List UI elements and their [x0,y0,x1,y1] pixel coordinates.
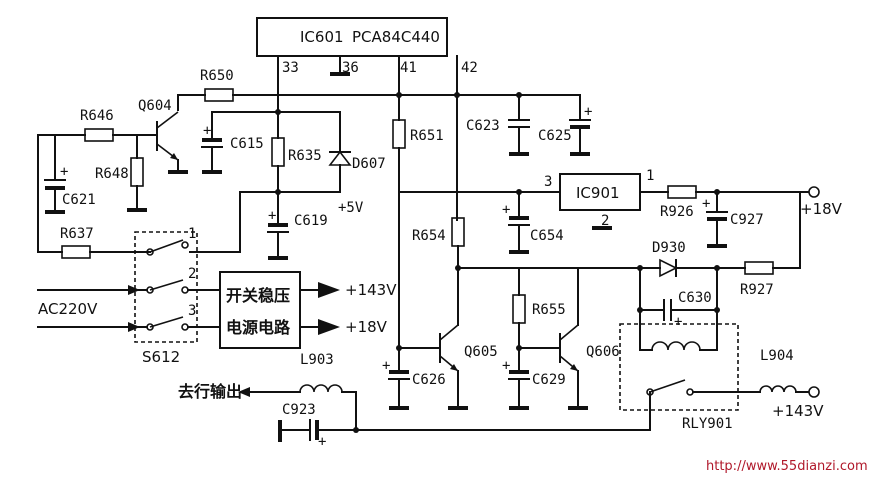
c621-label: C621 [62,192,96,208]
l903-coil [299,384,343,393]
r648-body [130,157,144,187]
r650-label: R650 [200,68,234,84]
r927-label: R927 [740,282,774,298]
q605-label: Q605 [464,344,498,360]
c626-plus: + [382,358,390,374]
r646-label: R646 [80,108,114,124]
r655-label: R655 [532,302,566,318]
watermark: http://www.55dianzi.com [706,459,868,474]
c619-plus: + [268,208,276,224]
ic901-ref: IC901 [576,184,620,202]
psu-18v-label: +18V [345,318,388,336]
r648-label: R648 [95,166,129,182]
ic901: IC901 [559,173,641,211]
r635-body [271,137,285,167]
psu-box: 开关稳压 电源电路 [219,271,301,349]
ic901-pin1: 1 [646,168,654,184]
v18-terminal [808,186,820,198]
ic601-part: PCA84C440 [352,28,440,46]
ic601-pin-33: 33 [282,60,299,76]
ic601: IC601 PCA84C440 33 36 41 42 [256,17,478,76]
c621-plus: + [60,164,68,180]
r651-label: R651 [410,128,444,144]
q604-label: Q604 [138,98,172,114]
c923-plus: + [318,434,326,450]
c625-plus: + [584,104,592,120]
c626-label: C626 [412,372,446,388]
q604 [156,111,179,161]
psu-line1: 开关稳压 [226,286,290,305]
c630-label: C630 [678,290,712,306]
r654-body [451,217,465,247]
ic601-pin-42: 42 [461,60,478,76]
ic601-ref: IC601 [300,28,344,46]
q606-label: Q606 [586,344,620,360]
r927-body [744,261,774,275]
v18-top-label: +18V [800,200,843,218]
r651-body [392,119,406,149]
c615-label: C615 [230,136,264,152]
s612-pin3: 3 [188,303,196,319]
c629-label: C629 [532,372,566,388]
c923-label: C923 [282,402,316,418]
ic901-pin3: 3 [544,174,552,190]
l903-label: L903 [300,352,334,368]
c629-plus: + [502,358,510,374]
ic601-pin-41: 41 [400,60,417,76]
c623-label: C623 [466,118,500,134]
r635-label: R635 [288,148,322,164]
v143-bottom-label: +143V [772,402,824,420]
psu-143v-label: +143V [345,281,397,299]
r655-body [512,294,526,324]
r637-body [61,245,91,259]
s612-switch: 1 2 3 [134,226,198,343]
s612-pin2: 2 [188,266,196,282]
c615-plus: + [203,123,211,139]
s612-label: S612 [142,348,180,366]
s612-pin1: 1 [188,226,196,242]
d607 [328,150,352,166]
q605 [439,324,459,372]
r637-label: R637 [60,226,94,242]
l904-coil [759,385,797,393]
c654-plus: + [502,202,510,218]
psu-line2: 电源电路 [226,318,291,337]
v143-terminal [808,386,820,398]
r926-label: R926 [660,204,694,220]
d930-label: D930 [652,240,686,256]
d607-label: D607 [352,156,386,172]
c630-plus: + [674,314,682,330]
c619-label: C619 [294,213,328,229]
d930 [659,258,678,278]
c927-plus: + [702,196,710,212]
ic901-pin2: 2 [601,213,609,229]
rly901-label: RLY901 [682,416,733,432]
h-output-label: 去行输出 [178,382,242,401]
r654-label: R654 [412,228,446,244]
c625-label: C625 [538,128,572,144]
r646-body [84,128,114,142]
r926-body [667,185,697,199]
c927-label: C927 [730,212,764,228]
c654-label: C654 [530,228,564,244]
v5-label: +5V [338,200,364,216]
junctions [275,92,720,433]
q606 [559,324,579,372]
r650-body [204,88,234,102]
l904-label: L904 [760,348,794,364]
ac220v-label: AC220V [38,300,98,318]
